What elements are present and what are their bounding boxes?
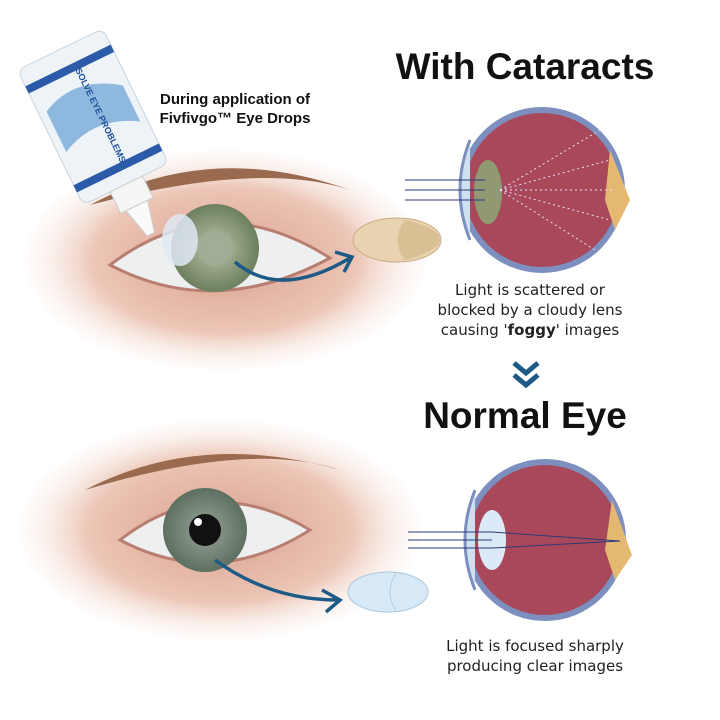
normal-caption: Light is focused sharply producing clear…: [400, 636, 670, 676]
arrow-head: [321, 588, 344, 614]
arrow-to-cloudy-lens: [233, 256, 351, 282]
arrow-head: [334, 250, 355, 273]
normal-caption-line1: Light is focused sharply: [446, 637, 624, 655]
cataract-caption-line1: Light is scattered or: [455, 281, 605, 299]
application-label: During application of Fivfivgo™ Eye Drop…: [135, 90, 335, 128]
cataract-title: With Cataracts: [395, 46, 655, 87]
normal-eyeball-diagram: [408, 459, 632, 621]
cataract-caption-line2: blocked by a cloudy lens: [437, 301, 623, 319]
double-chevron-down-icon: [512, 361, 540, 389]
eye-drop-bottle: SOLVE EYE PROBLEMS: [19, 30, 167, 237]
caption-bold-foggy: foggy: [507, 321, 556, 339]
arrow-to-clear-lens: [213, 558, 339, 602]
cataract-eyeball-diagram: [405, 107, 630, 273]
clear-lens: [347, 571, 429, 613]
cataract-caption-line3: causing 'foggy' images: [395, 320, 665, 340]
caption-post: ' images: [555, 321, 620, 339]
cataract-caption: Light is scattered or blocked by a cloud…: [395, 280, 665, 340]
caption-pre: causing ': [440, 321, 508, 339]
application-label-line2: Fivfivgo™ Eye Drops: [159, 110, 311, 127]
normal-eye-photo: [20, 420, 420, 640]
cloudy-lens: [352, 217, 442, 263]
normal-title: Normal Eye: [423, 395, 627, 436]
application-label-line1: During application of: [160, 91, 310, 108]
normal-caption-line2: producing clear images: [446, 657, 624, 675]
